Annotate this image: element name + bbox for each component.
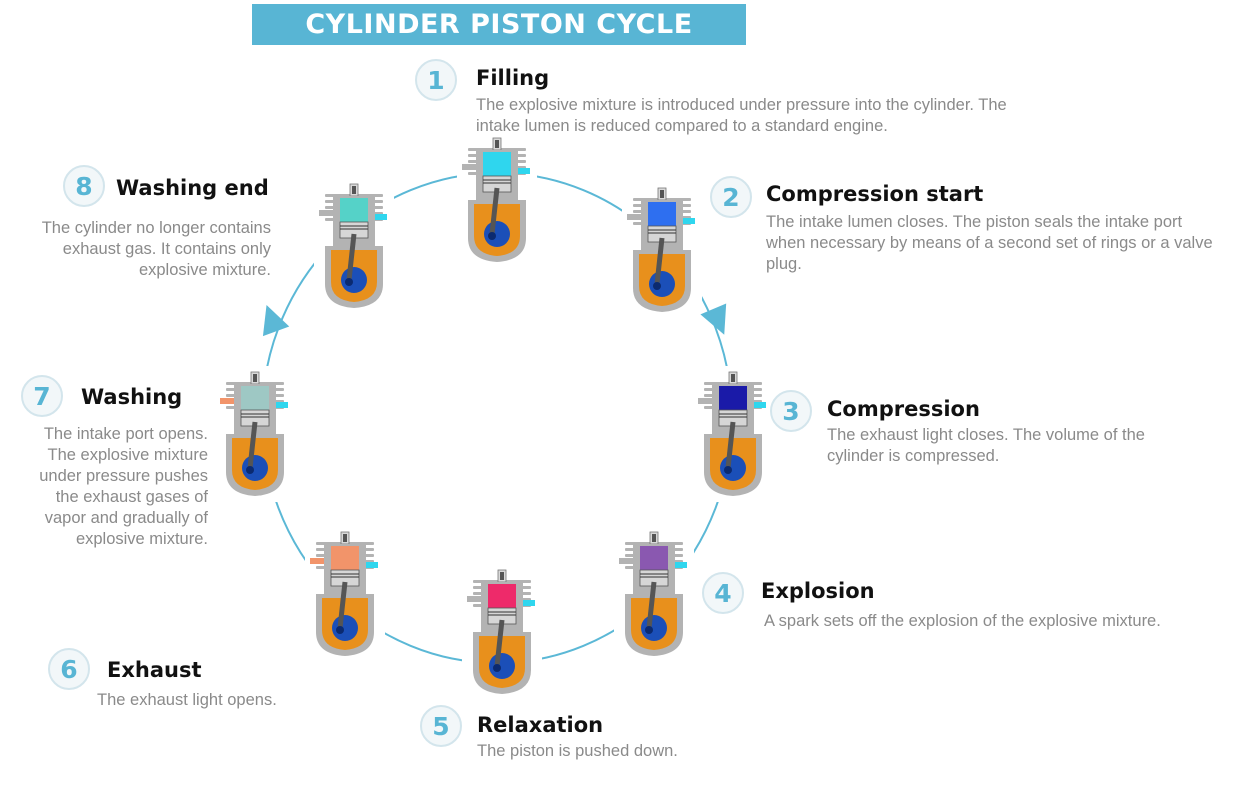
step-title-exhaust: Exhaust: [107, 658, 202, 682]
engine-diagram-2: [627, 187, 695, 312]
engine-diagram-3: [698, 371, 766, 496]
step-desc-compression: The exhaust light closes. The volume of …: [827, 426, 1145, 465]
step-desc-filling: The explosive mixture is introduced unde…: [476, 96, 1007, 135]
step-number-1: 1: [415, 59, 457, 101]
step-title-washing-end: Washing end: [116, 176, 269, 200]
step-number-8: 8: [63, 165, 105, 207]
step-title-relaxation: Relaxation: [477, 713, 604, 737]
engine-diagram-1: [462, 137, 530, 262]
engine-diagram-5: [467, 569, 535, 694]
engine-diagram-6: [310, 531, 378, 656]
engine-diagram-7: [220, 371, 288, 496]
title-banner: CYLINDER PISTON CYCLE: [252, 4, 746, 45]
step-title-explosion: Explosion: [761, 579, 875, 603]
step-number-3: 3: [770, 390, 812, 432]
step-number-6: 6: [48, 648, 90, 690]
step-title-compression-start: Compression start: [766, 182, 984, 206]
step-desc-relaxation: The piston is pushed down.: [477, 742, 678, 760]
step-desc-compression-start: The intake lumen closes. The piston seal…: [766, 213, 1213, 273]
cycle-arrow-left: [262, 304, 290, 337]
step-title-filling: Filling: [476, 66, 550, 90]
cycle-arrow-right: [700, 303, 727, 335]
step-number-4: 4: [702, 572, 744, 614]
step-number-5: 5: [420, 705, 462, 747]
step-number-7: 7: [21, 375, 63, 417]
engine-diagram-8: [319, 183, 387, 308]
engine-diagram-4: [619, 531, 687, 656]
step-desc-exhaust: The exhaust light opens.: [97, 691, 277, 709]
page-title: CYLINDER PISTON CYCLE: [305, 9, 693, 40]
step-desc-explosion: A spark sets off the explosion of the ex…: [764, 612, 1161, 630]
step-title-washing: Washing: [81, 385, 183, 409]
step-title-compression: Compression: [827, 397, 980, 421]
step-number-2: 2: [710, 176, 752, 218]
step-desc-washing: The intake port opens. The explosive mix…: [39, 425, 208, 548]
step-desc-washing-end: The cylinder no longer contains exhaust …: [41, 219, 271, 279]
